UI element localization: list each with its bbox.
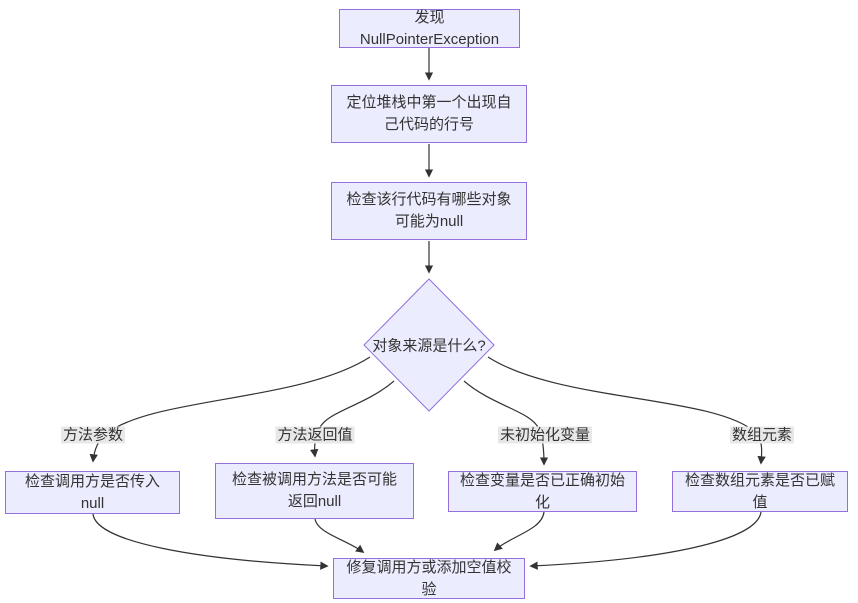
node-decision-label: 对象来源是什么? bbox=[372, 337, 486, 355]
decision-diamond-shape bbox=[363, 278, 495, 412]
edge-param-fix bbox=[92, 513, 329, 570]
edge-decision-uninit bbox=[463, 380, 549, 466]
node-param-check: 检查调用方是否传入null bbox=[5, 471, 180, 514]
node-retval-check: 检查被调用方法是否可能返回null bbox=[215, 463, 414, 519]
edge-decision-retval bbox=[310, 380, 395, 458]
node-uninit-check: 检查变量是否已正确初始化 bbox=[448, 471, 637, 512]
edge-decision-param bbox=[89, 356, 371, 463]
node-inspect: 检查该行代码有哪些对象可能为null bbox=[331, 182, 527, 240]
edge-label-method-param: 方法参数 bbox=[60, 426, 126, 444]
node-array-check: 检查数组元素是否已赋值 bbox=[672, 471, 848, 512]
node-locate: 定位堆栈中第一个出现自己代码的行号 bbox=[331, 85, 527, 143]
edge-decision-array bbox=[487, 356, 766, 465]
node-fix: 修复调用方或添加空值校验 bbox=[333, 558, 525, 599]
edge-label-uninitialized-var: 未初始化变量 bbox=[497, 426, 593, 444]
edge-retval-fix bbox=[314, 518, 365, 554]
node-start: 发现NullPointerException bbox=[339, 9, 520, 48]
edge-label-method-return: 方法返回值 bbox=[275, 426, 355, 444]
edge-array-fix bbox=[529, 511, 762, 570]
edge-label-array-element: 数组元素 bbox=[729, 426, 795, 444]
edge-uninit-fix bbox=[493, 511, 545, 552]
